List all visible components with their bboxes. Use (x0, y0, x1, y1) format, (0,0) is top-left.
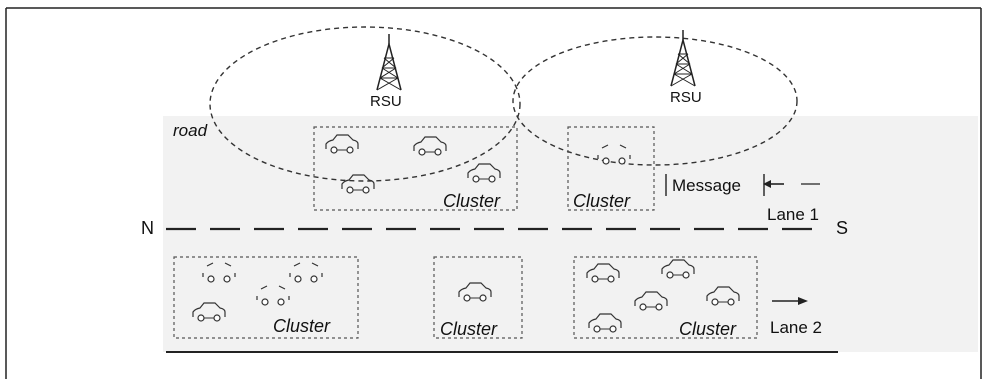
lane2-arrow-head-icon (798, 297, 808, 305)
lane2-label: Lane 2 (770, 318, 822, 337)
cluster-box-2 (567, 126, 655, 211)
rsu-label-left: RSU (370, 93, 402, 110)
cluster-box-3 (173, 256, 359, 339)
rsu-tower-icon-right (670, 29, 696, 87)
cluster-box-1 (313, 126, 518, 211)
cluster-label-1: Cluster (443, 191, 501, 211)
road-label: road (173, 121, 208, 140)
direction-north-label: N (141, 218, 154, 238)
rsu-coverage-left (209, 26, 521, 182)
lane1-arrow-head-icon (763, 180, 771, 188)
message-label: Message (672, 176, 741, 195)
lane1-label: Lane 1 (767, 205, 819, 224)
cluster-label-5: Cluster (679, 319, 737, 339)
cluster-label-3: Cluster (273, 316, 331, 336)
rsu-tower-icon-left (376, 33, 402, 91)
direction-south-label: S (836, 218, 849, 238)
rsu-coverage-right (512, 36, 798, 166)
cluster-box-4 (433, 256, 523, 339)
road-surface (163, 116, 978, 352)
cluster-label-2: Cluster (573, 191, 631, 211)
rsu-label-right: RSU (670, 89, 702, 106)
cluster-label-4: Cluster (440, 319, 498, 339)
cluster-box-5 (573, 256, 758, 339)
